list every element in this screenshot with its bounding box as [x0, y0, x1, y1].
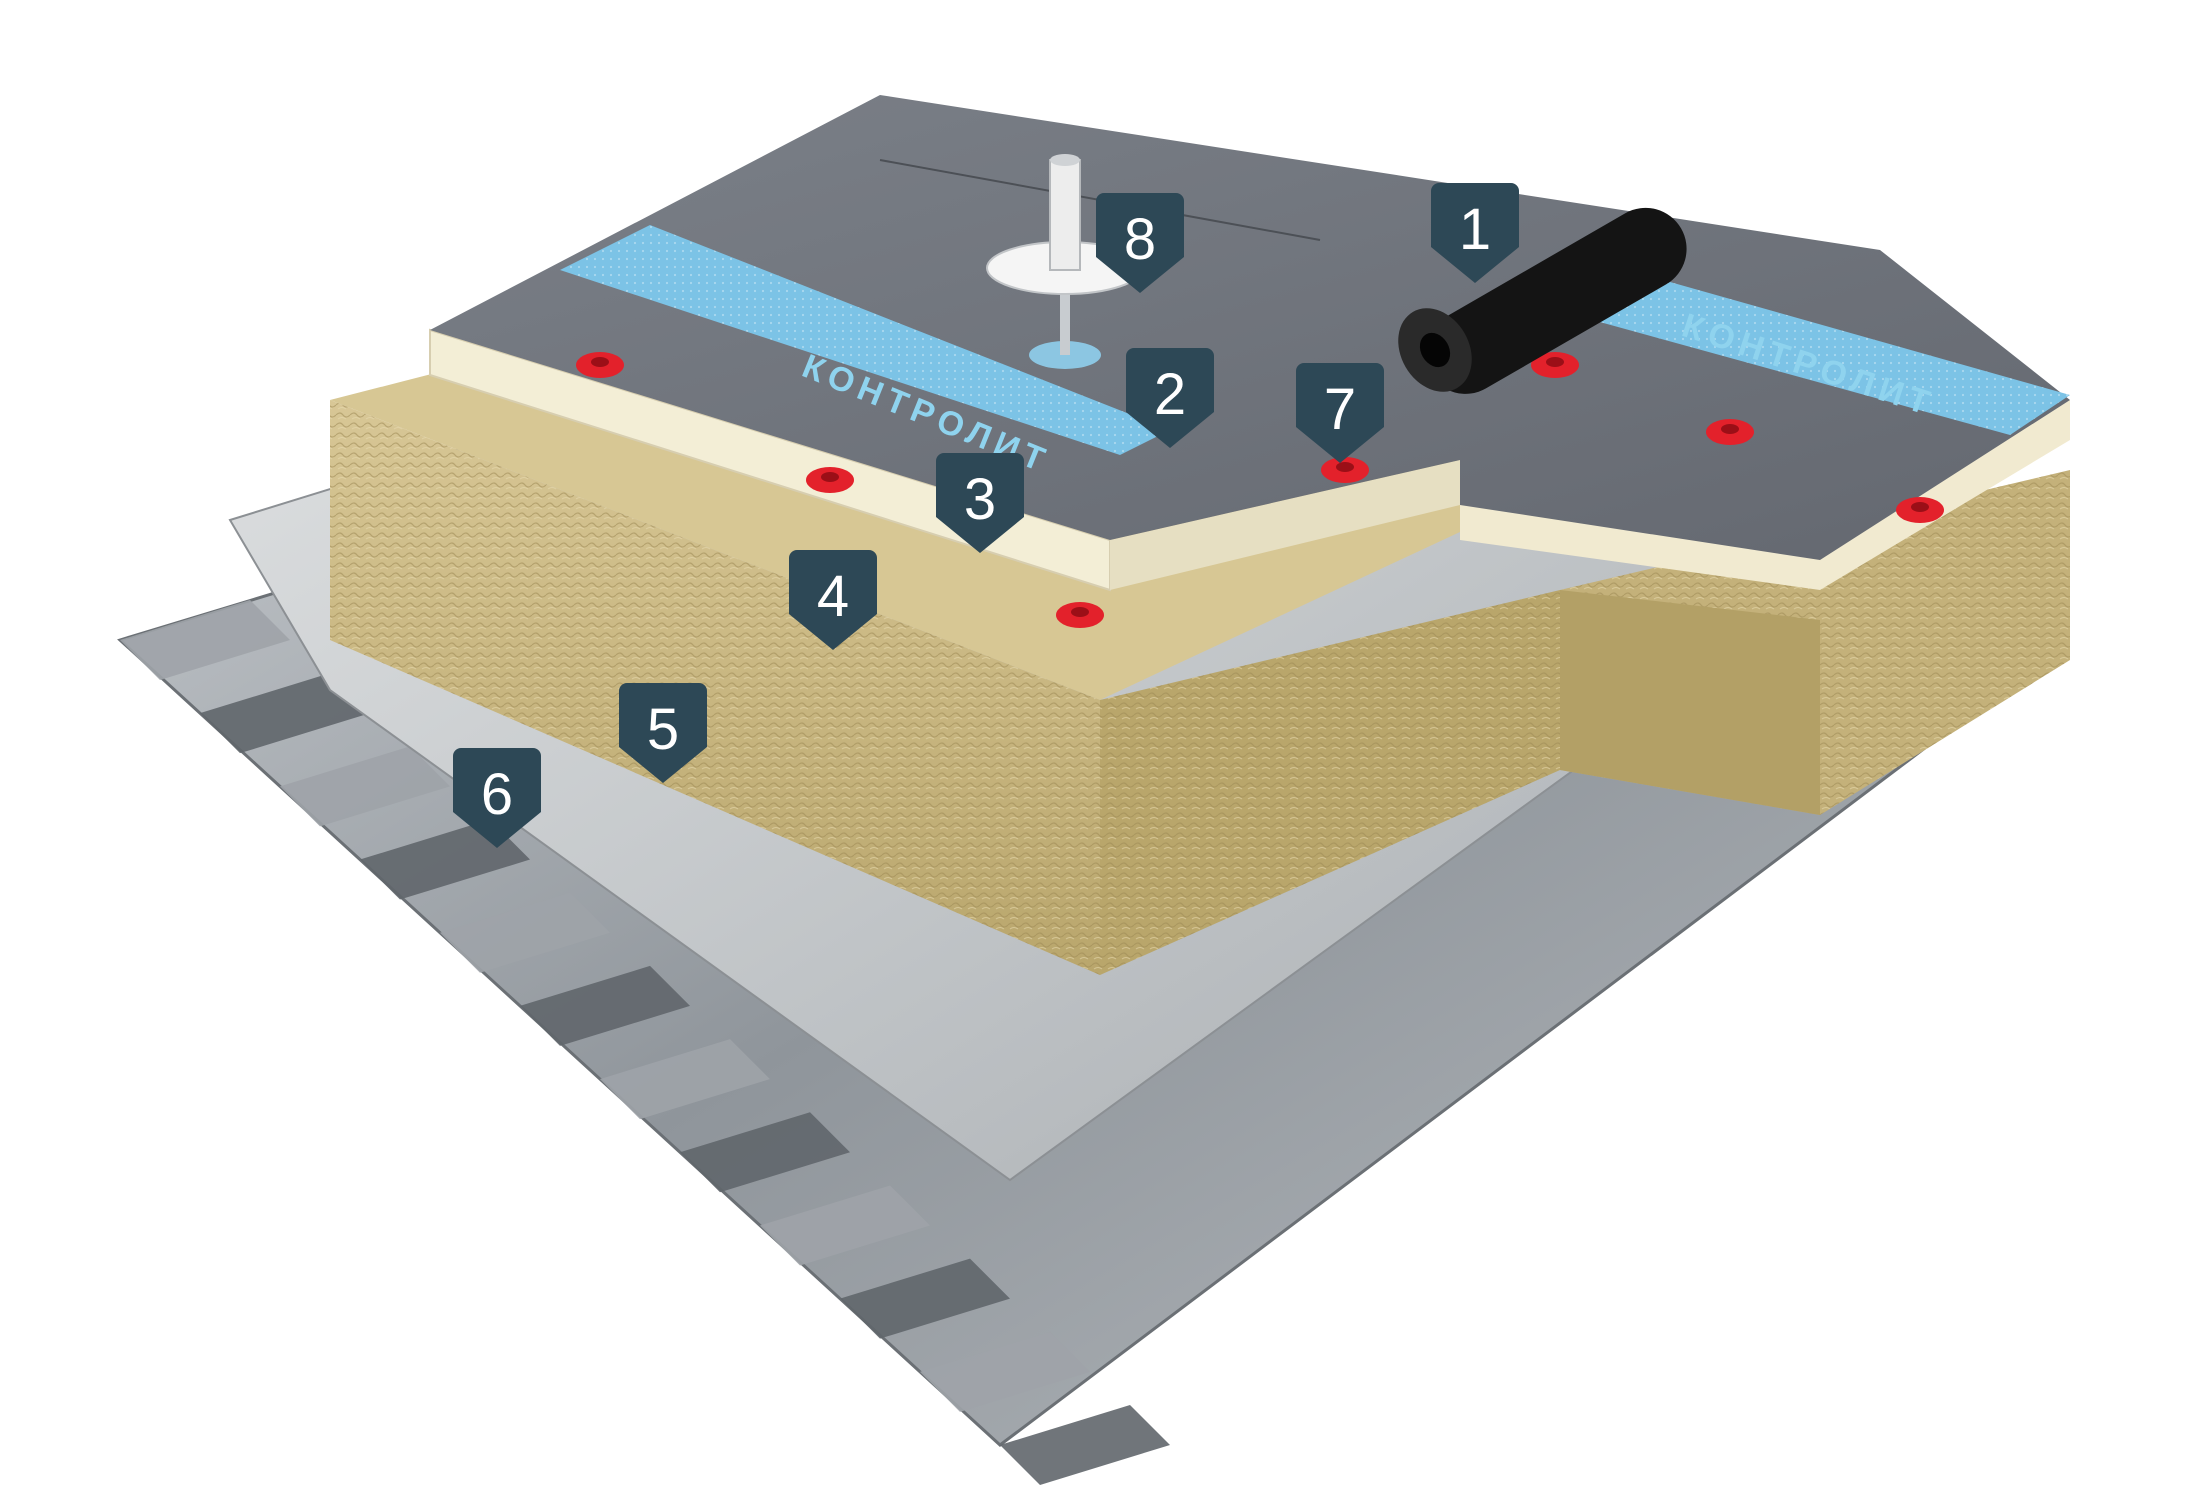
red-washer	[1531, 352, 1579, 378]
membrane-roll	[1398, 207, 1687, 394]
deck-rib	[760, 1185, 930, 1266]
deck-rib	[920, 1331, 1090, 1412]
marker-3: 3	[936, 453, 1024, 553]
deck-rib	[520, 965, 690, 1046]
marker-label-8: 8	[1124, 207, 1156, 272]
deck-rib	[120, 600, 290, 680]
red-washer	[576, 352, 624, 378]
top-membrane: КОНТРОЛИТ КОНТРОЛИТ	[430, 95, 2070, 560]
deck-rib	[200, 673, 370, 754]
marker-4: 4	[789, 550, 877, 650]
marker-label-7: 7	[1324, 377, 1356, 442]
deck-rib	[280, 746, 450, 827]
marker-8: 8	[1096, 193, 1184, 293]
marker-label-1: 1	[1459, 197, 1491, 262]
marker-label-6: 6	[481, 762, 513, 827]
marker-1: 1	[1431, 183, 1519, 283]
deck-rib	[1000, 1405, 1170, 1485]
red-washer	[1321, 457, 1369, 483]
red-washer	[1056, 602, 1104, 628]
marker-label-5: 5	[647, 697, 679, 762]
fastener-washers	[576, 352, 1944, 628]
deck-rib	[840, 1258, 1010, 1339]
red-washer	[806, 467, 854, 493]
deck-rib	[600, 1039, 770, 1120]
marker-6: 6	[453, 748, 541, 848]
deck-rib	[440, 892, 610, 973]
marker-5: 5	[619, 683, 707, 783]
marker-label-3: 3	[964, 467, 996, 532]
marker-7: 7	[1296, 363, 1384, 463]
red-washer	[1896, 497, 1944, 523]
deck-rib	[680, 1112, 850, 1193]
marker-2: 2	[1126, 348, 1214, 448]
callout-markers: 1 2 3 4 5 6 7 8	[453, 183, 1519, 848]
marker-label-4: 4	[817, 564, 849, 629]
marker-label-2: 2	[1154, 362, 1186, 427]
red-washer	[1706, 419, 1754, 445]
